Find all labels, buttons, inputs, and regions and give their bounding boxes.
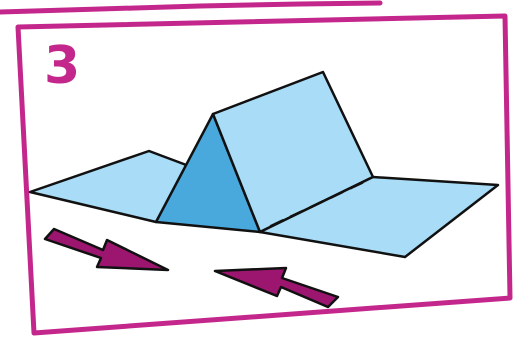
step-number: 3: [44, 40, 80, 92]
previous-panel-edge: [0, 3, 380, 12]
